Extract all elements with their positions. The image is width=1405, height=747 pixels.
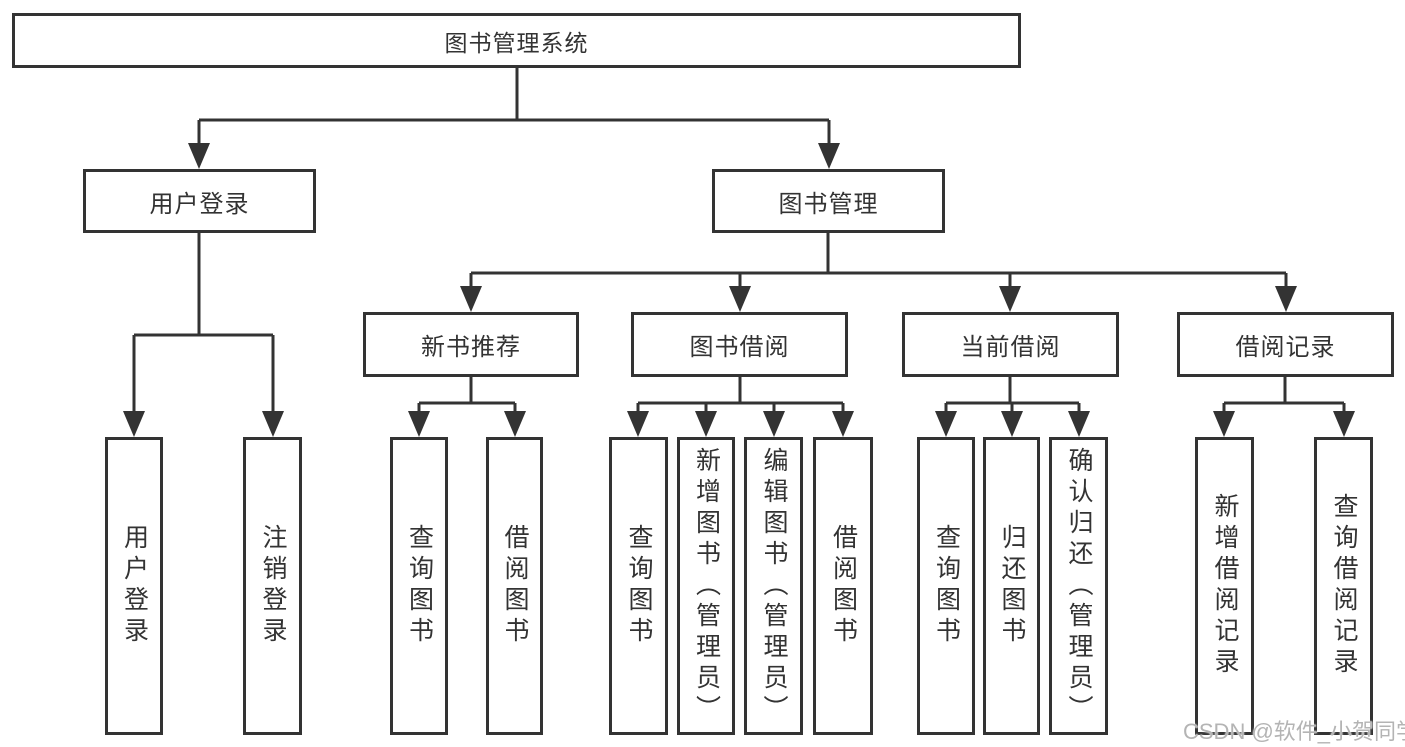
leaf-newbook-query-books: 查询图书 xyxy=(390,437,448,735)
leaf-borrowing-borrow-books: 借阅图书 xyxy=(813,437,873,735)
leaf-user-login-label: 用户登录 xyxy=(120,524,149,648)
leaf-current-query-books-label: 查询图书 xyxy=(932,524,961,648)
leaf-records-query-record-label: 查询借阅记录 xyxy=(1330,493,1358,679)
leaf-current-return-books-label: 归还图书 xyxy=(998,524,1026,648)
connector-lines xyxy=(132,68,1346,417)
node-user-login: 用户登录 xyxy=(83,169,316,233)
node-book-management-label: 图书管理 xyxy=(778,190,879,218)
node-book-borrowing-label: 图书借阅 xyxy=(689,334,790,361)
leaf-current-confirm-return-admin: 确认归还（管理员） xyxy=(1049,437,1108,735)
leaf-borrowing-edit-books-admin-label: 编辑图书（管理员） xyxy=(760,446,788,726)
leaf-borrowing-query-books: 查询图书 xyxy=(609,437,668,735)
leaf-logout: 注销登录 xyxy=(243,437,302,735)
leaf-user-login: 用户登录 xyxy=(105,437,163,735)
node-current-borrowing: 当前借阅 xyxy=(902,312,1119,377)
node-new-book-recommend-label: 新书推荐 xyxy=(421,334,521,361)
leaf-current-return-books: 归还图书 xyxy=(983,437,1040,735)
node-book-management: 图书管理 xyxy=(712,169,945,233)
arrowhead-icons xyxy=(123,143,1355,437)
leaf-borrowing-edit-books-admin: 编辑图书（管理员） xyxy=(744,437,803,735)
leaf-borrowing-add-books-admin-label: 新增图书（管理员） xyxy=(692,446,721,726)
leaf-borrowing-add-books-admin: 新增图书（管理员） xyxy=(677,437,735,735)
leaf-logout-label: 注销登录 xyxy=(259,524,287,648)
leaf-newbook-borrow-books-label: 借阅图书 xyxy=(501,524,529,648)
leaf-records-add-record: 新增借阅记录 xyxy=(1195,437,1254,735)
leaf-records-add-record-label: 新增借阅记录 xyxy=(1211,493,1239,679)
leaf-borrowing-borrow-books-label: 借阅图书 xyxy=(829,524,858,648)
node-borrow-records-label: 借阅记录 xyxy=(1235,334,1336,361)
node-current-borrowing-label: 当前借阅 xyxy=(960,334,1061,361)
node-user-login-label: 用户登录 xyxy=(149,190,250,218)
leaf-records-query-record: 查询借阅记录 xyxy=(1314,437,1373,735)
leaf-newbook-query-books-label: 查询图书 xyxy=(405,524,434,648)
node-new-book-recommend: 新书推荐 xyxy=(363,312,579,377)
leaf-newbook-borrow-books: 借阅图书 xyxy=(486,437,543,735)
leaf-current-confirm-return-admin-label: 确认归还（管理员） xyxy=(1065,446,1093,726)
leaf-current-query-books: 查询图书 xyxy=(917,437,975,735)
csdn-watermark: CSDN @软件_小贺同学 xyxy=(1183,719,1405,744)
node-borrow-records: 借阅记录 xyxy=(1177,312,1394,377)
node-root-system: 图书管理系统 xyxy=(12,13,1021,68)
leaf-borrowing-query-books-label: 查询图书 xyxy=(625,524,653,648)
node-book-borrowing: 图书借阅 xyxy=(631,312,848,377)
node-root-label: 图书管理系统 xyxy=(444,29,589,56)
